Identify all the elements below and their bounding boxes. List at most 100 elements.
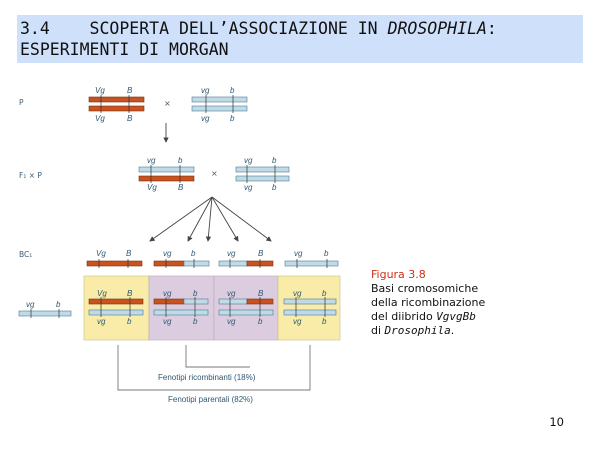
gene-label: b: [324, 249, 329, 258]
blue-chromosome: [138, 166, 195, 173]
gene-label: b: [258, 317, 263, 326]
gene-label: B: [126, 249, 132, 258]
p-parent-right: vg b vg b: [191, 86, 248, 123]
gene-label: vg: [147, 156, 156, 165]
blue-chromosome: [191, 105, 248, 112]
gene-label: B: [127, 289, 133, 298]
gene-label: vg: [227, 249, 236, 258]
parental-label: Fenotipi parentali (82%): [168, 395, 253, 404]
gamete-arrows: [149, 196, 272, 242]
gene-label: vg: [163, 289, 172, 298]
blue-chromosome: [235, 166, 290, 173]
caption-genotype-tail: Bb: [462, 310, 476, 323]
title-line1-suffix: :: [486, 19, 497, 38]
gene-label: B: [127, 86, 133, 95]
gene-label: vg: [163, 249, 172, 258]
row-label-p: P: [19, 98, 24, 107]
bc1-genotype-4: vg b vg b: [283, 289, 337, 326]
gene-label: b: [272, 183, 277, 192]
gene-label: b: [193, 289, 198, 298]
caption-line: del diibrido VgvgBb: [371, 310, 485, 324]
bc1-genotype-2: vg b vg b: [153, 289, 209, 326]
gene-label: vg: [293, 317, 302, 326]
caption-species: Drosophila: [384, 324, 451, 337]
page-number: 10: [549, 415, 564, 429]
gene-label: vg: [294, 249, 303, 258]
orange-chromosome: [153, 260, 185, 267]
caption-text: .: [450, 324, 455, 337]
caption-line: Basi cromosomiche: [371, 282, 479, 295]
blue-chromosome: [18, 310, 72, 317]
recombinant-box: [213, 275, 279, 341]
gene-label: vg: [163, 317, 172, 326]
orange-chromosome: [86, 260, 143, 267]
caption-line: della ricombinazione: [371, 296, 486, 309]
blue-chromosome: [235, 175, 290, 182]
gene-label: vg: [244, 156, 253, 165]
title-line1-prefix: 3.4 SCOPERTA DELL’ASSOCIAZIONE IN: [20, 19, 388, 38]
gene-label: Vg: [96, 249, 106, 258]
blue-chromosome: [191, 96, 248, 103]
cross-symbol: ×: [211, 169, 218, 178]
recombinant-box: [148, 275, 215, 341]
gene-label: Vg: [147, 183, 157, 192]
gene-label: vg: [26, 300, 35, 309]
gene-label: vg: [244, 183, 253, 192]
gene-label: b: [178, 156, 183, 165]
gene-label: vg: [201, 86, 210, 95]
orange-chromosome: [138, 175, 195, 182]
caption-genotype: Vgvg: [436, 310, 463, 323]
f1-individual: vg b Vg B: [138, 156, 195, 192]
row-label-bc: BC₁: [19, 250, 33, 259]
gene-label: b: [230, 114, 235, 123]
gene-label: vg: [201, 114, 210, 123]
title-line1-italic: DROSOPHILA: [387, 19, 487, 38]
gene-label: Vg: [95, 86, 105, 95]
gene-label: Vg: [97, 289, 107, 298]
recombinant-label: Fenotipi ricombinanti (18%): [158, 373, 256, 382]
gene-label: b: [272, 156, 277, 165]
bc1-genotype-3: vg B vg b: [218, 289, 274, 326]
title-line2: ESPERIMENTI DI MORGAN: [20, 40, 229, 59]
parental-box: [83, 275, 150, 341]
gene-label: b: [191, 249, 196, 258]
parental-box: [277, 275, 341, 341]
caption-text: di: [371, 324, 385, 337]
gene-label: B: [178, 183, 184, 192]
blue-chromosome: [183, 260, 210, 267]
gene-label: b: [322, 317, 327, 326]
gene-label: b: [322, 289, 327, 298]
gene-label: Vg: [95, 114, 105, 123]
gene-label: b: [56, 300, 61, 309]
recombinant-bracket: [185, 345, 250, 368]
bc1-genotype-1: Vg B vg b: [88, 289, 144, 326]
caption-line: di Drosophila.: [371, 324, 485, 338]
blue-chromosome: [284, 260, 339, 267]
orange-chromosome: [88, 105, 145, 112]
slide-title: 3.4 SCOPERTA DELL’ASSOCIAZIONE IN DROSOP…: [20, 18, 497, 60]
blue-chromosome: [218, 260, 248, 267]
gene-label: B: [258, 289, 264, 298]
gene-label: b: [230, 86, 235, 95]
figure-caption: Figura 3.8 Basi cromosomiche della ricom…: [371, 268, 485, 338]
gene-label: vg: [227, 289, 236, 298]
gene-label: B: [127, 114, 133, 123]
row-label-f1: F₁ × P: [19, 171, 42, 180]
bc1-gametes: Vg B vg b vg B vg b: [86, 249, 339, 268]
cross-symbol: ×: [164, 99, 171, 108]
tester-chromosome: vg b: [18, 300, 72, 318]
gene-label: b: [127, 317, 132, 326]
parental-bracket: [117, 345, 311, 391]
caption-text: del diibrido: [371, 310, 437, 323]
gene-label: vg: [97, 317, 106, 326]
caption-heading: Figura 3.8: [371, 268, 426, 281]
gene-label: vg: [293, 289, 302, 298]
p-parent-left: Vg B Vg B: [88, 86, 145, 123]
gene-label: vg: [227, 317, 236, 326]
f1-tester: vg b vg b: [235, 156, 290, 192]
gene-label: B: [258, 249, 264, 258]
title-bar: [17, 15, 583, 63]
gene-label: b: [193, 317, 198, 326]
orange-chromosome: [88, 96, 145, 103]
